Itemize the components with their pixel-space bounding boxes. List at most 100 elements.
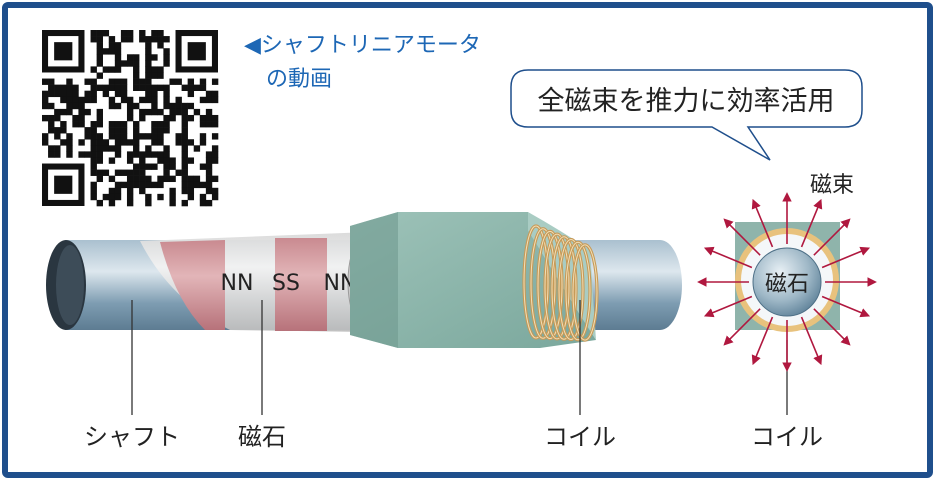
qr-module <box>42 102 49 110</box>
qr-module <box>90 30 97 37</box>
qr-module <box>66 108 73 116</box>
qr-module <box>114 193 122 201</box>
qr-module <box>72 114 79 122</box>
coil-turn-highlight <box>537 230 563 340</box>
qr-module <box>78 96 85 104</box>
qr-module <box>42 96 49 104</box>
qr-module <box>163 157 170 164</box>
qr-module <box>48 90 55 98</box>
qr-code[interactable] <box>42 30 219 207</box>
qr-module <box>114 145 122 152</box>
qr-module <box>84 108 91 116</box>
video-link-line1[interactable]: ◀シャフトリニアモータ <box>244 33 481 58</box>
qr-module <box>163 145 170 152</box>
qr-module <box>163 102 170 110</box>
qr-module <box>120 121 128 128</box>
qr-module <box>102 30 110 37</box>
qr-module <box>139 78 146 85</box>
qr-module <box>163 48 170 55</box>
qr-module <box>102 139 110 146</box>
qr-module <box>66 139 73 146</box>
qr-module <box>96 133 103 140</box>
qr-module <box>48 127 55 134</box>
qr-module <box>133 54 140 61</box>
qr-module <box>96 121 103 128</box>
qr-module <box>108 175 116 183</box>
qr-module <box>145 54 152 61</box>
qr-module <box>157 72 164 79</box>
qr-module <box>169 175 176 183</box>
qr-module <box>169 78 176 85</box>
qr-module <box>114 78 122 85</box>
qr-module <box>211 187 219 195</box>
qr-module <box>157 84 164 91</box>
qr-module <box>145 193 152 201</box>
qr-module <box>90 36 97 43</box>
qr-module <box>211 90 219 98</box>
qr-module <box>133 72 140 79</box>
qr-module <box>193 84 201 91</box>
qr-module <box>151 30 158 37</box>
qr-module <box>133 127 140 134</box>
magnet-band-1 <box>160 240 225 330</box>
qr-module <box>133 169 140 176</box>
qr-module <box>114 169 122 176</box>
qr-module <box>78 121 85 128</box>
qr-module <box>60 121 67 128</box>
qr-module <box>157 127 164 134</box>
qr-module <box>169 187 176 195</box>
qr-module <box>145 78 152 85</box>
qr-module <box>66 133 73 140</box>
qr-module <box>157 108 164 116</box>
qr-module <box>48 145 55 152</box>
qr-module <box>169 199 176 207</box>
qr-module <box>66 145 73 152</box>
qr-module <box>199 84 207 91</box>
flux-arrow <box>703 295 753 318</box>
qr-module <box>181 127 188 134</box>
qr-module <box>151 139 158 146</box>
qr-module <box>72 102 79 110</box>
qr-module <box>181 133 188 140</box>
qr-module <box>120 60 128 67</box>
qr-module <box>108 78 116 85</box>
qr-module <box>139 181 146 189</box>
qr-module <box>48 121 55 128</box>
qr-module <box>78 108 85 116</box>
qr-module <box>102 90 110 98</box>
qr-module <box>145 90 152 98</box>
qr-module <box>199 133 207 140</box>
qr-module <box>114 139 122 146</box>
qr-module <box>151 102 158 110</box>
qr-module <box>48 114 55 122</box>
qr-module <box>151 84 158 91</box>
flux-arrow <box>751 316 774 366</box>
qr-module <box>114 66 122 73</box>
qr-module <box>114 48 122 55</box>
qr-module <box>139 36 146 43</box>
flux-label: 磁束 <box>810 173 854 198</box>
qr-module <box>187 114 195 122</box>
qr-module <box>133 84 140 91</box>
qr-module <box>145 163 152 170</box>
flux-arrow <box>821 295 871 318</box>
qr-module <box>133 151 140 158</box>
qr-module <box>54 84 61 91</box>
qr-module <box>181 181 188 189</box>
qr-module <box>60 96 67 104</box>
qr-module <box>157 157 164 164</box>
qr-module <box>151 54 158 61</box>
qr-module <box>181 84 188 91</box>
qr-module <box>157 181 164 189</box>
qr-module <box>163 169 170 176</box>
qr-module <box>205 199 213 207</box>
qr-module <box>163 60 170 67</box>
qr-module <box>169 157 176 164</box>
qr-module <box>151 133 158 140</box>
qr-module <box>42 133 49 140</box>
qr-module <box>96 139 103 146</box>
video-link-line2[interactable]: の動画 <box>266 67 332 92</box>
qr-module <box>96 36 103 43</box>
qr-module <box>133 163 140 170</box>
qr-module <box>48 102 55 110</box>
